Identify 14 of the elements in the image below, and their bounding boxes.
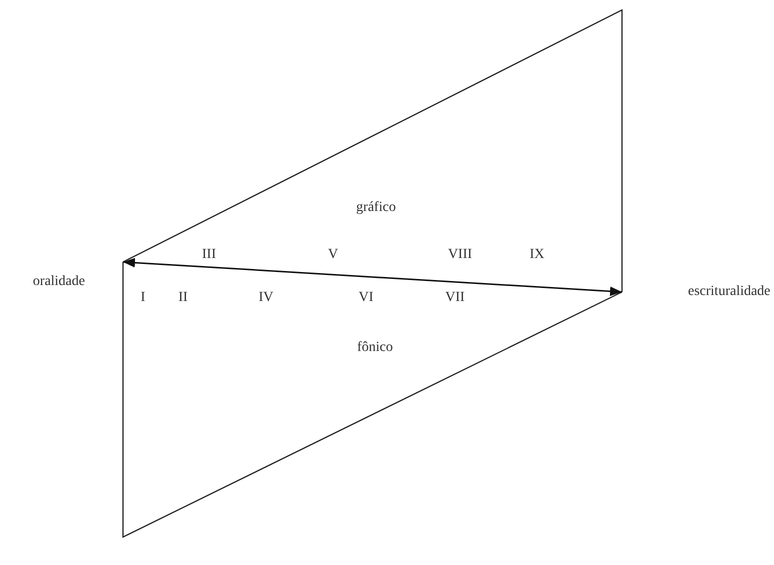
text-label: IX (530, 247, 544, 263)
text-label: fônico (357, 340, 393, 356)
text-label: gráfico (356, 200, 396, 216)
text-label: III (202, 247, 216, 263)
text-label: IV (258, 290, 274, 306)
text-label: VII (445, 290, 465, 306)
text-label: VI (358, 290, 374, 306)
text-label: V (328, 247, 338, 263)
axis-end-label: oralidade (32, 274, 85, 290)
double-arrow (122, 258, 622, 296)
text-label: II (178, 290, 188, 306)
text-label: I (140, 290, 146, 306)
text-label: VIII (448, 247, 472, 263)
axis-end-label: escrituralidade (688, 284, 770, 300)
